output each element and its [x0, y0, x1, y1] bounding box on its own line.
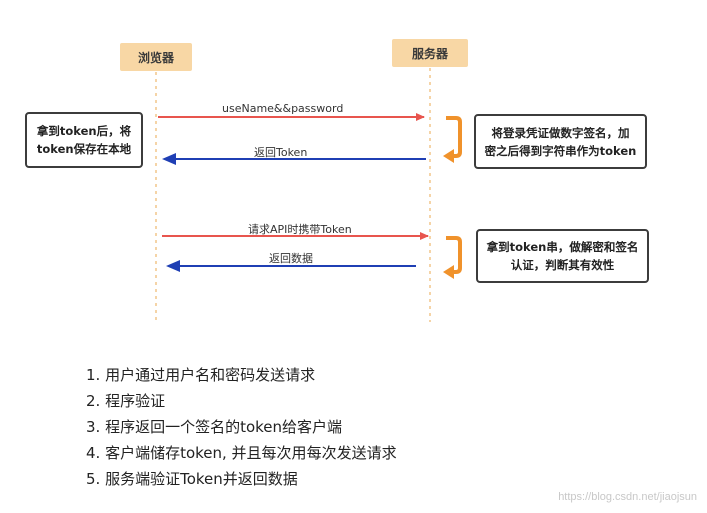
step-item: 1. 用户通过用户名和密码发送请求 [86, 366, 316, 384]
self-arrow-sign-icon [446, 116, 462, 158]
note-sign-token-line2: 密之后得到字符串作为token [484, 143, 637, 158]
arrowhead-return-token [162, 153, 176, 165]
message-return-data: 返回数据 [269, 252, 313, 265]
note-verify-token-line1: 拿到token串，做解密和签名 [486, 240, 639, 254]
message-api-request: 请求API时携带Token [248, 223, 352, 236]
step-list: 1. 用户通过用户名和密码发送请求 2. 程序验证 3. 程序返回一个签名的to… [86, 362, 397, 492]
note-store-token: 拿到token后，将 token保存在本地 [25, 112, 143, 168]
step-item: 2. 程序验证 [86, 392, 166, 410]
step-item: 4. 客户端储存token, 并且每次用每次发送请求 [86, 444, 397, 462]
self-arrowhead-sign [443, 149, 454, 163]
note-store-token-line2: token保存在本地 [36, 142, 132, 156]
self-arrow-verify-icon [446, 236, 462, 274]
step-item: 5. 服务端验证Token并返回数据 [86, 470, 298, 488]
actor-server: 服务器 [392, 39, 468, 67]
note-store-token-line1: 拿到token后，将 [36, 124, 132, 138]
note-verify-token-line2: 认证，判断其有效性 [510, 258, 615, 272]
arrowhead-return-data [166, 260, 180, 272]
watermark: https://blog.csdn.net/jiaojsun [558, 491, 697, 503]
actor-browser: 浏览器 [120, 43, 192, 71]
note-sign-token: 将登录凭证做数字签名，加 密之后得到字符串作为token [474, 114, 647, 169]
self-arrowhead-verify [443, 265, 454, 279]
note-sign-token-line1: 将登录凭证做数字签名，加 [491, 125, 630, 140]
note-verify-token: 拿到token串，做解密和签名 认证，判断其有效性 [476, 229, 649, 283]
message-login: useName&&password [222, 102, 344, 115]
step-item: 3. 程序返回一个签名的token给客户端 [86, 418, 343, 436]
message-return-token: 返回Token [254, 146, 308, 159]
